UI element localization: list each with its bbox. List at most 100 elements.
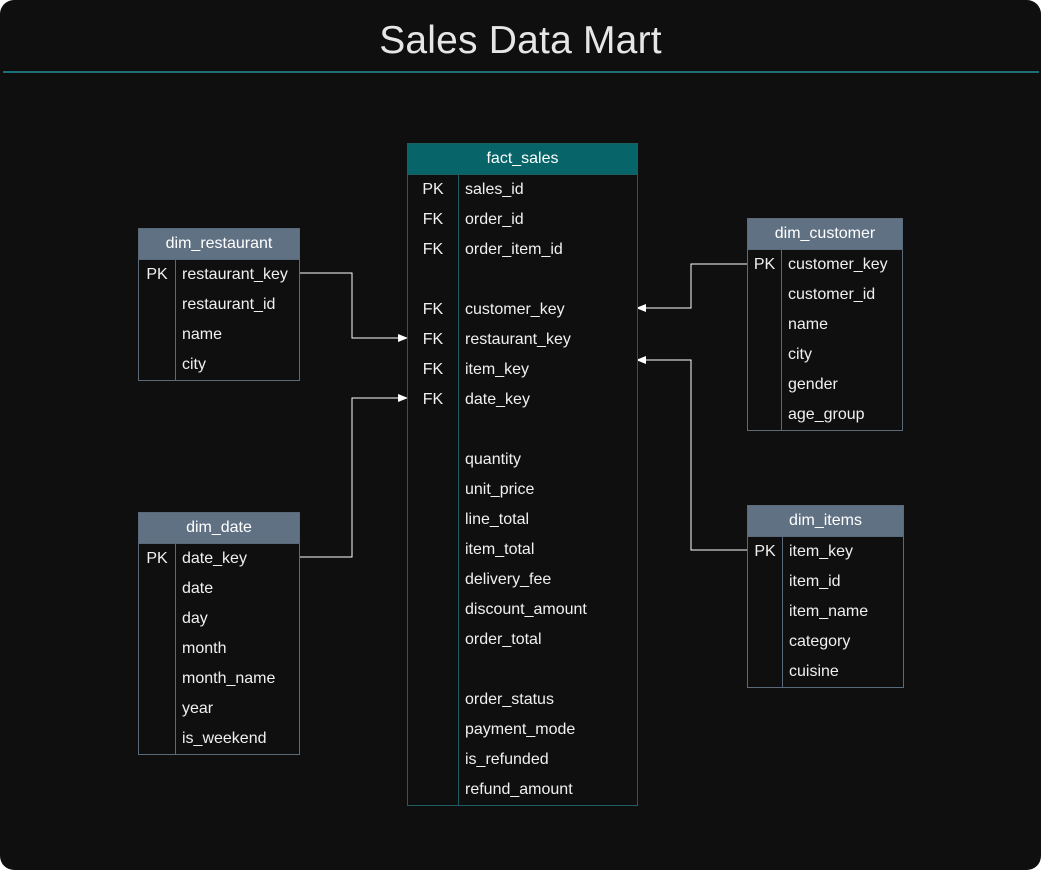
field-row: year <box>139 694 299 724</box>
field-row: order_status <box>408 685 637 715</box>
field-name: sales_id <box>465 181 524 198</box>
field-row: restaurant_id <box>139 290 299 320</box>
diagram-title: Sales Data Mart <box>379 19 662 62</box>
field-name: age_group <box>788 406 865 423</box>
field-row: discount_amount <box>408 595 637 625</box>
table-header: fact_sales <box>408 144 637 175</box>
field-row: age_group <box>748 400 902 430</box>
title-divider <box>3 71 1039 73</box>
field-row: customer_id <box>748 280 902 310</box>
field-name: item_total <box>465 541 535 558</box>
field-name: name <box>788 316 829 333</box>
field-name: customer_key <box>788 256 888 273</box>
field-row: cuisine <box>748 657 903 687</box>
key-badge: FK <box>422 211 444 228</box>
field-name: month_name <box>182 670 276 687</box>
field-name: order_status <box>465 691 554 708</box>
table-header: dim_date <box>139 513 299 544</box>
field-name: restaurant_id <box>182 296 276 313</box>
key-badge: PK <box>146 266 168 283</box>
field-name: is_weekend <box>182 730 267 747</box>
table-header: dim_items <box>748 506 903 537</box>
field-name: is_refunded <box>465 751 549 768</box>
field-name: item_key <box>789 543 854 560</box>
field-row: order_total <box>408 625 637 655</box>
key-badge: FK <box>422 241 444 258</box>
connector-date-key <box>298 394 408 558</box>
field-row: month_name <box>139 664 299 694</box>
field-name: year <box>182 700 214 717</box>
key-badge: PK <box>146 550 168 567</box>
key-badge: PK <box>753 256 776 273</box>
field-name: item_key <box>465 361 530 378</box>
field-row: is_refunded <box>408 745 637 775</box>
field-name: city <box>182 356 206 373</box>
key-column <box>139 544 176 754</box>
field-row: city <box>748 340 902 370</box>
field-name: item_id <box>789 573 841 590</box>
field-row: city <box>139 350 299 380</box>
field-name: month <box>182 640 227 657</box>
spacer-row <box>408 415 637 445</box>
field-row: line_total <box>408 505 637 535</box>
field-name: customer_key <box>465 301 565 318</box>
field-name: item_name <box>789 603 869 620</box>
key-column <box>139 260 176 380</box>
field-name: date_key <box>465 391 530 408</box>
field-name: cuisine <box>789 663 839 680</box>
key-badge: PK <box>754 543 776 560</box>
field-name: payment_mode <box>465 721 576 738</box>
field-name: customer_id <box>788 286 876 303</box>
field-row: category <box>748 627 903 657</box>
field-row: item_total <box>408 535 637 565</box>
key-badge: FK <box>422 331 444 348</box>
spacer-row <box>408 655 637 685</box>
field-row: item_id <box>748 567 903 597</box>
field-row: gender <box>748 370 902 400</box>
field-name: date <box>182 580 214 597</box>
field-row: FK item_key <box>408 355 637 385</box>
field-row: PK sales_id <box>408 175 637 205</box>
field-name: line_total <box>465 511 530 528</box>
connector-item-key <box>636 356 748 551</box>
field-name: refund_amount <box>465 781 573 798</box>
field-name: order_item_id <box>465 241 563 258</box>
connector-restaurant-key <box>298 272 408 342</box>
field-name: gender <box>788 376 838 393</box>
key-column <box>748 537 783 687</box>
field-row: date <box>139 574 299 604</box>
field-name: discount_amount <box>465 601 587 618</box>
field-row: refund_amount <box>408 775 637 805</box>
field-name: day <box>182 610 208 627</box>
field-name: order_total <box>465 631 542 648</box>
field-row: FK order_item_id <box>408 235 637 265</box>
field-name: category <box>789 633 851 650</box>
field-row: delivery_fee <box>408 565 637 595</box>
key-badge: FK <box>422 361 444 378</box>
field-row: FK restaurant_key <box>408 325 637 355</box>
field-name: quantity <box>465 451 522 468</box>
field-name: restaurant_key <box>465 331 571 348</box>
field-name: date_key <box>182 550 247 567</box>
field-row: PK customer_key <box>748 250 902 280</box>
field-row: PK item_key <box>748 537 903 567</box>
field-name: unit_price <box>465 481 535 498</box>
key-badge: PK <box>422 181 444 198</box>
key-column <box>408 175 459 805</box>
field-row: PK date_key <box>139 544 299 574</box>
key-column <box>748 250 782 430</box>
field-name: city <box>788 346 812 363</box>
table-header: dim_restaurant <box>139 229 299 260</box>
connector-customer-key <box>636 263 748 312</box>
field-row: day <box>139 604 299 634</box>
